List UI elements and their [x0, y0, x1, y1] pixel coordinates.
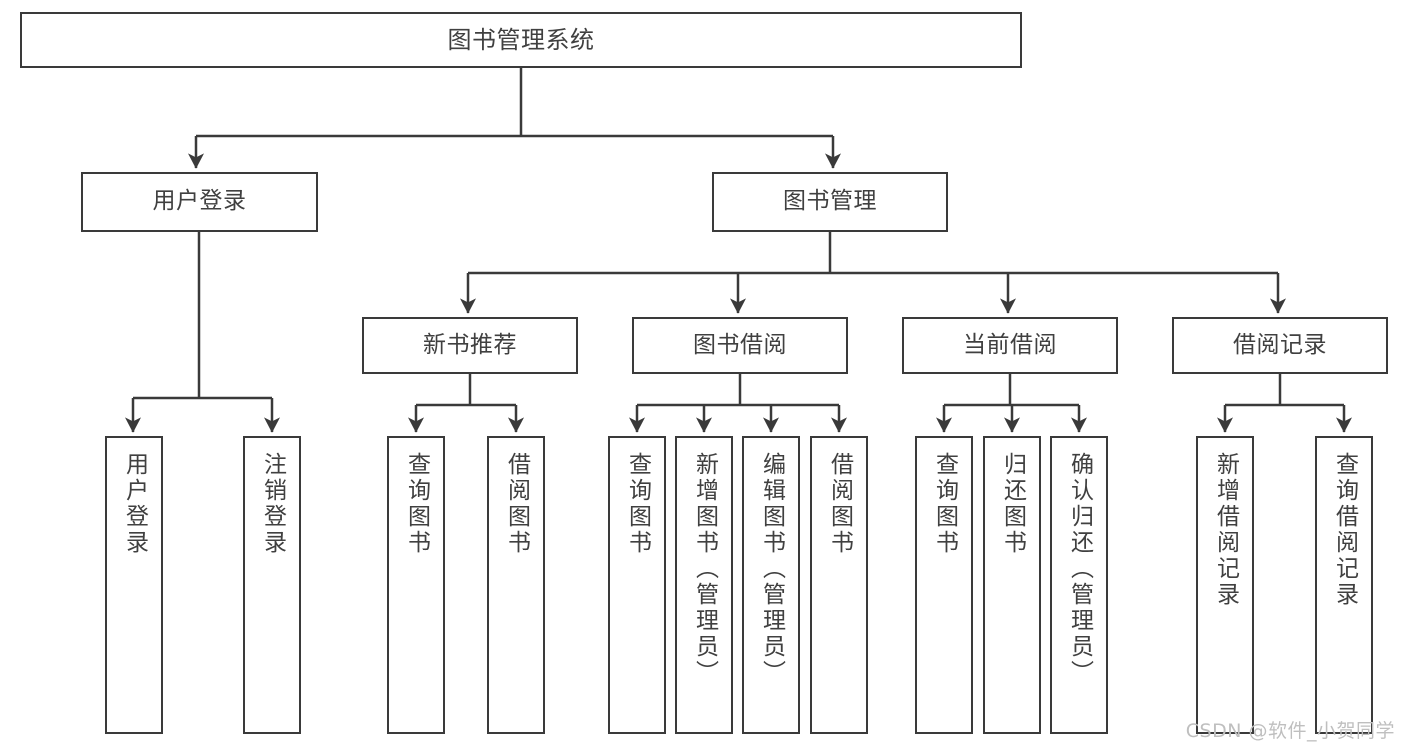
node-label: 确认归还（管理员） — [1066, 452, 1093, 686]
node-book-management[interactable]: 图书管理 — [712, 172, 948, 232]
node-label: 用户登录 — [121, 452, 148, 556]
node-current-borrowing[interactable]: 当前借阅 — [902, 317, 1118, 374]
node-leaf-rec-query-book[interactable]: 查询图书 — [387, 436, 445, 734]
node-label: 借阅记录 — [1233, 331, 1327, 358]
node-leaf-rec-borrow-book[interactable]: 借阅图书 — [487, 436, 545, 734]
node-label: 归还图书 — [999, 452, 1026, 556]
node-label: 新增借阅记录 — [1212, 452, 1239, 608]
node-leaf-bb-edit-book-admin[interactable]: 编辑图书（管理员） — [742, 436, 800, 734]
node-label: 用户登录 — [152, 188, 247, 215]
node-leaf-br-query-record[interactable]: 查询借阅记录 — [1315, 436, 1373, 734]
node-label: 图书管理 — [783, 188, 877, 215]
node-label: 注销登录 — [259, 452, 286, 556]
node-leaf-br-add-record[interactable]: 新增借阅记录 — [1196, 436, 1254, 734]
node-label: 当前借阅 — [963, 331, 1057, 358]
node-leaf-bb-add-book-admin[interactable]: 新增图书（管理员） — [675, 436, 733, 734]
node-label: 编辑图书（管理员） — [758, 452, 785, 686]
node-label: 借阅图书 — [826, 452, 853, 556]
node-label: 查询图书 — [403, 452, 430, 556]
node-label: 查询借阅记录 — [1331, 452, 1358, 608]
node-borrowing-record[interactable]: 借阅记录 — [1172, 317, 1388, 374]
node-label: 新增图书（管理员） — [691, 452, 718, 686]
node-label: 图书管理系统 — [447, 25, 595, 54]
node-leaf-cb-confirm-return-admin[interactable]: 确认归还（管理员） — [1050, 436, 1108, 734]
node-leaf-user-logout[interactable]: 注销登录 — [243, 436, 301, 734]
watermark-text: CSDN @软件_小贺同学 — [1185, 720, 1395, 742]
node-label: 新书推荐 — [423, 331, 517, 358]
node-leaf-cb-query-book[interactable]: 查询图书 — [915, 436, 973, 734]
node-user-login[interactable]: 用户登录 — [81, 172, 318, 232]
node-new-book-recommendation[interactable]: 新书推荐 — [362, 317, 578, 374]
node-leaf-cb-return-book[interactable]: 归还图书 — [983, 436, 1041, 734]
node-leaf-bb-borrow-book[interactable]: 借阅图书 — [810, 436, 868, 734]
node-book-borrowing[interactable]: 图书借阅 — [632, 317, 848, 374]
node-label: 借阅图书 — [503, 452, 530, 556]
node-leaf-user-login[interactable]: 用户登录 — [105, 436, 163, 734]
node-leaf-bb-query-book[interactable]: 查询图书 — [608, 436, 666, 734]
node-label: 查询图书 — [624, 452, 651, 556]
node-label: 查询图书 — [931, 452, 958, 556]
node-label: 图书借阅 — [693, 331, 787, 358]
node-root-book-management-system[interactable]: 图书管理系统 — [20, 12, 1022, 68]
